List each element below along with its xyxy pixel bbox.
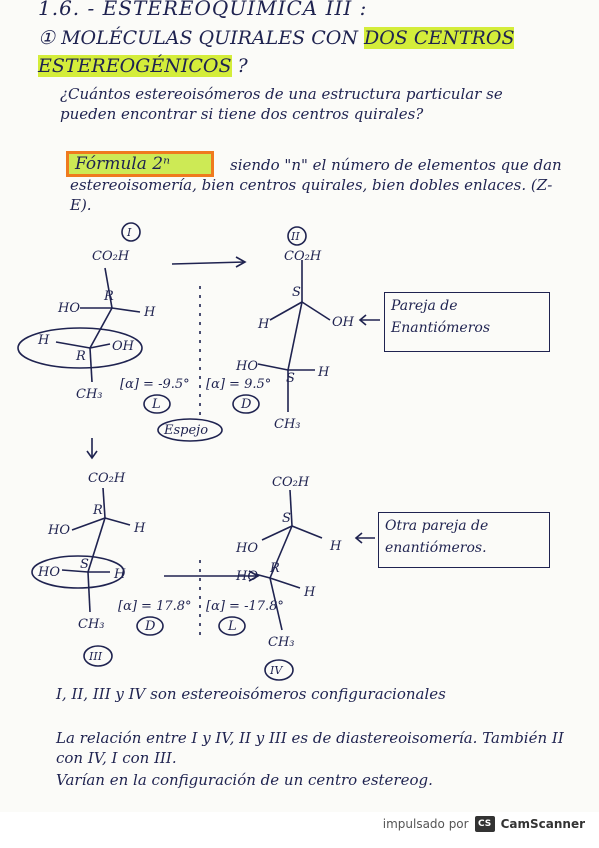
mol-III-right2: H [113,567,126,582]
conclusion-2: La relación entre I y IV, II y III es de… [56,729,564,767]
page-title: 1.6. - ESTEREOQUÍMICA III : [38,0,368,20]
enantiomer-pair-note-2: Otra pareja de enantiómeros. [378,512,550,568]
mol-III-label: III [88,650,103,663]
mol-IV-left1: HO [235,541,258,556]
mol-IV-top: CO₂H [272,475,310,490]
formula-box: Fórmula 2ⁿ [66,151,214,177]
mol-I-top: CO₂H [92,249,130,264]
notebook-page: 1.6. - ESTEREOQUÍMICA III : ① MOLÉCULAS … [17,0,564,789]
mol-II-left2: HO [235,359,258,374]
mol-I-label: I [126,226,132,239]
mol-III-left2: HO [37,565,60,580]
mol-IV-c2: R [269,561,280,576]
camscanner-logo-icon: CS [474,816,495,832]
mol-II-c1: S [292,285,301,300]
mol-IV-c1: S [282,511,291,526]
mol-I-left1: HO [57,301,80,316]
mol-II-c2: S [286,371,295,386]
mol-III-tag: D [144,619,156,634]
mol-I-bottom: CH₃ [76,387,103,402]
mol-I-tag: L [151,397,161,412]
mol-II-bottom: CH₃ [274,417,301,432]
mol-III-c2: S [80,557,89,572]
mol-II-label: II [290,230,300,243]
mol-I-alpha: [α] = -9.5° [120,377,190,392]
section-heading-prefix: ① MOLÉCULAS QUIRALES CON [38,27,364,49]
mol-III-c1: R [92,503,103,518]
mol-III-bottom: CH₃ [78,617,105,632]
mol-III-alpha: [α] = 17.8° [118,599,192,614]
mol-II-right1: OH [332,315,355,330]
mol-IV-left2: HO [235,569,258,584]
mol-III-top: CO₂H [88,471,126,486]
section-heading-suffix: ? [231,55,248,77]
mol-II-top: CO₂H [284,249,322,264]
powered-by-text: impulsado por [382,817,469,831]
mol-IV-right1: H [329,539,342,554]
mol-IV-alpha: [α] = -17.8° [206,599,284,614]
mol-III-left1: HO [47,523,70,538]
mol-II-alpha: [α] = 9.5° [206,377,271,392]
mol-I-left2: H [37,333,50,348]
camscanner-brand: CamScanner [500,817,585,831]
conclusion-1: I, II, III y IV son estereoisómeros conf… [56,685,446,703]
mol-II-left1: H [257,317,270,332]
question-text: ¿Cuántos estereoisómeros de una estructu… [60,85,503,123]
enantiomer-pair-note-1: Pareja de Enantiómeros [384,292,550,352]
formula-description: siendo "n" el número de elementos que da… [70,156,562,214]
conclusion-3: Varían en la configuración de un centro … [56,771,433,789]
mol-IV-bottom: CH₃ [268,635,295,650]
section-heading: ① MOLÉCULAS QUIRALES CON DOS CENTROS EST… [38,24,558,80]
mol-I-right1: H [143,305,156,320]
mol-I-c1: R [103,289,114,304]
mol-I-right2: OH [112,339,135,354]
mol-IV-label: IV [269,664,283,677]
mol-III-right1: H [133,521,146,536]
mol-II-right2: H [317,365,330,380]
mol-II-tag: D [240,397,252,412]
mol-IV-right2: H [303,585,316,600]
mirror-label: Espejo [163,423,208,438]
scanner-watermark: impulsado por CS CamScanner [383,816,585,832]
mol-I-c2: R [75,349,86,364]
mol-IV-tag: L [227,619,237,634]
molecule-diagram: I CO₂H R HO H R H OH CH₃ [α] = -9.5° L E… [17,222,380,681]
